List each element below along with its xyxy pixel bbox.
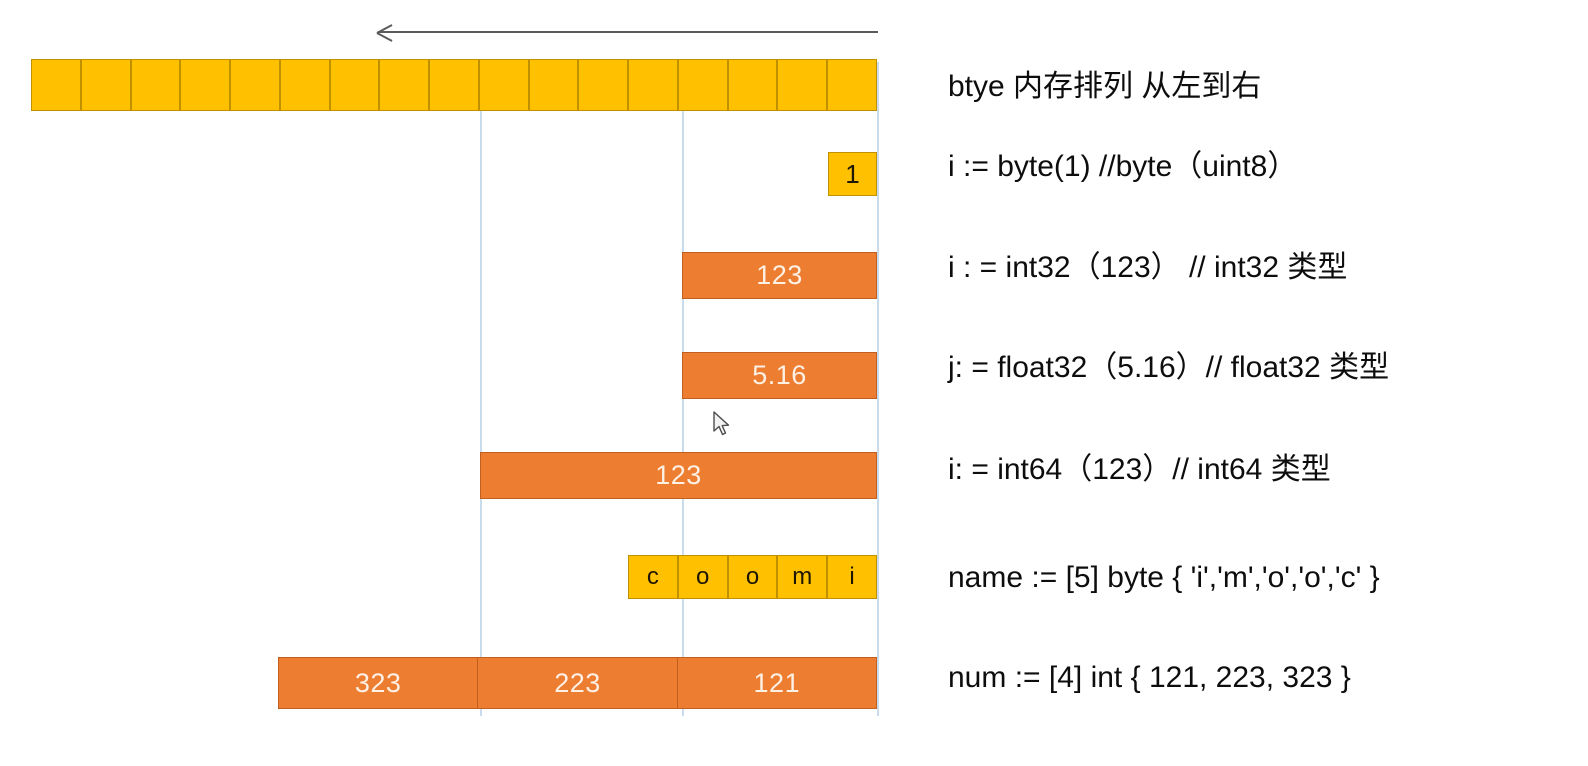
char-text: o [745,563,760,590]
caption-num-array: num := [4] int { 121, 223, 323 } [948,661,1351,694]
byte-cell [379,59,430,111]
char-text: o [696,563,710,590]
direction-arrow-line [378,31,878,33]
guide-line-left [480,62,482,716]
char-cell: o [727,555,778,599]
value-text: 123 [655,460,702,490]
byte-cell [677,59,728,111]
value-cell-row-name-array: c o o m i [628,555,877,599]
caption-name-array: name := [5] byte { 'i','m','o','o','c' } [948,561,1380,594]
value-text: 323 [354,667,402,698]
caption-int32: i : = int32（123） // int32 类型 [948,251,1348,284]
byte-cell [528,59,579,111]
caption-int64: i: = int64（123）// int64 类型 [948,453,1331,486]
byte-cell [329,59,380,111]
byte-cell [130,59,181,111]
char-cell: m [777,555,828,599]
char-cell: c [628,555,678,599]
byte-cell [230,59,280,111]
value-text: 5.16 [752,360,807,390]
value-text: 1 [845,158,860,189]
byte-cell [777,59,828,111]
value-bar-num-array: 323 223 121 [278,657,877,709]
direction-arrow [378,31,878,33]
byte-cell [180,59,231,111]
byte-cell [578,59,629,111]
mouse-pointer-icon [713,411,730,436]
caption-float32: j: = float32（5.16）// float32 类型 [948,351,1390,384]
byte-memory-strip [31,59,878,111]
value-cell-byte-1: 1 [828,152,877,196]
char-cell: i [827,555,877,599]
char-text: i [849,563,855,590]
caption-memory-order: btye 内存排列 从左到右 [948,70,1262,103]
byte-cell [628,59,678,111]
byte-cell [727,59,778,111]
byte-cell [429,59,479,111]
value-bar-float32: 5.16 [682,352,877,399]
value-text: 121 [753,667,801,698]
char-text: c [646,563,659,590]
byte-cell [827,59,878,111]
value-text: 223 [554,667,601,698]
value-bar-int32: 123 [682,252,877,299]
char-text: m [792,563,813,590]
byte-cell [478,59,529,111]
value-bar-int64: 123 [480,452,877,499]
value-text: 123 [756,260,803,290]
caption-byte: i := byte(1) //byte（uint8） [948,150,1298,183]
byte-cell [279,59,330,111]
char-cell: o [677,555,728,599]
byte-cell [80,59,131,111]
value-bar-segment: 223 [478,658,678,708]
guide-line-right [877,62,879,716]
value-bar-segment: 323 [279,658,479,708]
byte-cell [31,59,81,111]
value-bar-segment: 121 [678,658,876,708]
